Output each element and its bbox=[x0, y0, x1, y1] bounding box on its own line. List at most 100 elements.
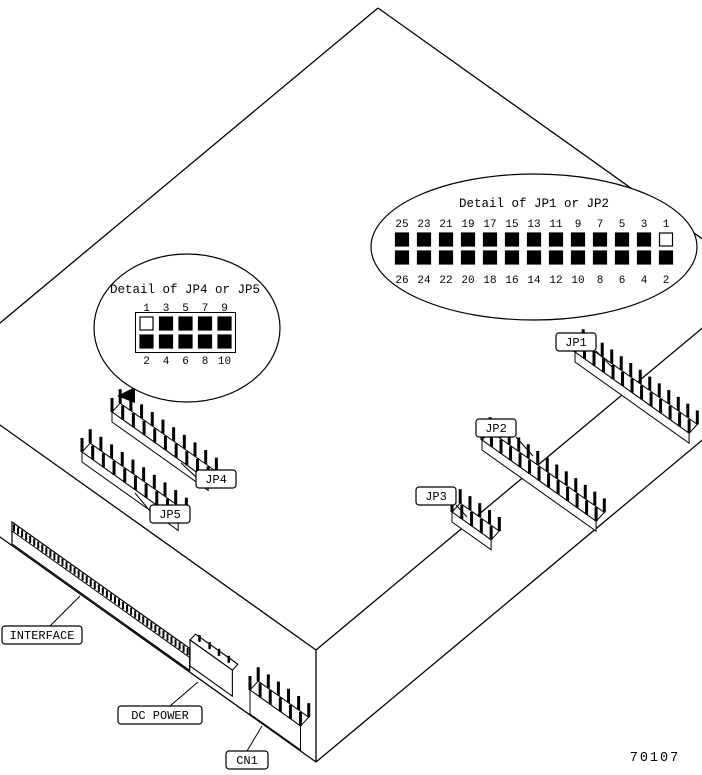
pin-9 bbox=[570, 232, 586, 247]
pin-17 bbox=[482, 232, 498, 247]
pin-14 bbox=[526, 250, 542, 265]
pin-18 bbox=[482, 250, 498, 265]
pin-number-25: 25 bbox=[395, 219, 408, 231]
pin-5 bbox=[614, 232, 630, 247]
detail-jp1-jp2-ellipse bbox=[370, 173, 698, 321]
board-edges bbox=[0, 7, 702, 763]
pin-9 bbox=[217, 316, 232, 331]
pin-number-3: 3 bbox=[163, 303, 170, 315]
pin-number-3: 3 bbox=[641, 219, 648, 231]
callout-dc-power: DC POWER bbox=[117, 681, 203, 725]
pin-number-22: 22 bbox=[439, 275, 452, 287]
pin-number-13: 13 bbox=[527, 219, 540, 231]
jp1-leader-line bbox=[595, 350, 613, 368]
pin-8 bbox=[592, 250, 608, 265]
pin-10 bbox=[570, 250, 586, 265]
pin-number-18: 18 bbox=[483, 275, 496, 287]
jp2-connector bbox=[480, 417, 606, 533]
pin-24 bbox=[416, 250, 432, 265]
interface-leader-line bbox=[49, 595, 81, 627]
figure-number: 70107 bbox=[630, 751, 681, 766]
pin-3 bbox=[636, 232, 652, 247]
pin-number-8: 8 bbox=[597, 275, 604, 287]
pin-1-open bbox=[658, 232, 674, 247]
jp1-callout-box bbox=[555, 332, 597, 352]
jp5-leader-line bbox=[134, 492, 151, 512]
pin-20 bbox=[460, 250, 476, 265]
pin-number-11: 11 bbox=[549, 219, 563, 231]
pin-number-4: 4 bbox=[641, 275, 648, 287]
jp3-leader-line bbox=[455, 504, 468, 518]
pin-3 bbox=[158, 316, 174, 331]
jp1-callout-label: JP1 bbox=[565, 336, 587, 350]
jp4-callout-label: JP4 bbox=[205, 473, 227, 487]
interface-inner-edge bbox=[11, 530, 190, 658]
callout-cn1: CN1 bbox=[225, 725, 269, 770]
pin-25 bbox=[394, 232, 410, 247]
pin-2 bbox=[658, 250, 674, 265]
interface-callout-label: INTERFACE bbox=[10, 629, 75, 643]
pin-number-5: 5 bbox=[182, 303, 189, 315]
pin-number-16: 16 bbox=[505, 275, 518, 287]
pin-number-2: 2 bbox=[143, 356, 150, 368]
pin-number-14: 14 bbox=[527, 275, 541, 287]
jp4-connector bbox=[110, 389, 218, 492]
detail-jp4-jp5-title: Detail of JP4 or JP5 bbox=[110, 283, 260, 297]
pin-23 bbox=[416, 232, 432, 247]
cn1-body-front bbox=[249, 689, 302, 751]
pin-number-6: 6 bbox=[619, 275, 626, 287]
jp3-body-front bbox=[451, 511, 492, 551]
pin-5 bbox=[178, 316, 193, 331]
dc-power-connector bbox=[189, 633, 239, 698]
callout-jp2: JP2 bbox=[475, 418, 534, 457]
callout-jp4: JP4 bbox=[180, 462, 237, 489]
pin-number-9: 9 bbox=[575, 219, 582, 231]
dc-power-leader-line bbox=[169, 681, 199, 707]
pin-number-23: 23 bbox=[417, 219, 430, 231]
pin-7 bbox=[197, 316, 213, 331]
pin-number-10: 10 bbox=[218, 356, 231, 368]
pin-4 bbox=[636, 250, 652, 265]
pin-7 bbox=[592, 232, 608, 247]
pin-number-17: 17 bbox=[483, 219, 496, 231]
dc-power-callout-label: DC POWER bbox=[131, 709, 189, 723]
pin-number-7: 7 bbox=[597, 219, 604, 231]
pin-number-6: 6 bbox=[182, 356, 189, 368]
pin-13 bbox=[526, 232, 542, 247]
jp4-callout-box bbox=[195, 469, 237, 489]
pin-number-15: 15 bbox=[505, 219, 518, 231]
pin-11 bbox=[548, 232, 564, 247]
interface-connector bbox=[11, 520, 191, 672]
pin-number-9: 9 bbox=[221, 303, 228, 315]
dc-power-body-front bbox=[189, 638, 233, 698]
dc-power-callout-box bbox=[117, 705, 203, 725]
cn1-callout-box bbox=[225, 750, 269, 770]
pin-2 bbox=[139, 334, 154, 349]
pin-number-21: 21 bbox=[439, 219, 453, 231]
pin-1-open bbox=[139, 316, 154, 331]
pin-number-20: 20 bbox=[461, 275, 474, 287]
pin-22 bbox=[438, 250, 454, 265]
cn1-connector bbox=[248, 667, 311, 751]
pin-8 bbox=[197, 334, 213, 349]
pin-number-7: 7 bbox=[202, 303, 209, 315]
jp2-leader-line bbox=[515, 436, 534, 457]
pin-12 bbox=[548, 250, 564, 265]
pin-6 bbox=[614, 250, 630, 265]
pin-10 bbox=[217, 334, 232, 349]
callout-jp3: JP3 bbox=[415, 486, 468, 518]
pin-15 bbox=[504, 232, 520, 247]
detail-jp1-jp2-title: Detail of JP1 or JP2 bbox=[459, 197, 609, 211]
jp2-callout-box bbox=[475, 418, 517, 438]
interface-body bbox=[11, 520, 191, 672]
pin-4 bbox=[158, 334, 174, 349]
jp5-callout-box bbox=[149, 504, 191, 524]
pin-number-10: 10 bbox=[571, 275, 584, 287]
pin-26 bbox=[394, 250, 410, 265]
pin1-arrow-icon bbox=[117, 387, 135, 403]
